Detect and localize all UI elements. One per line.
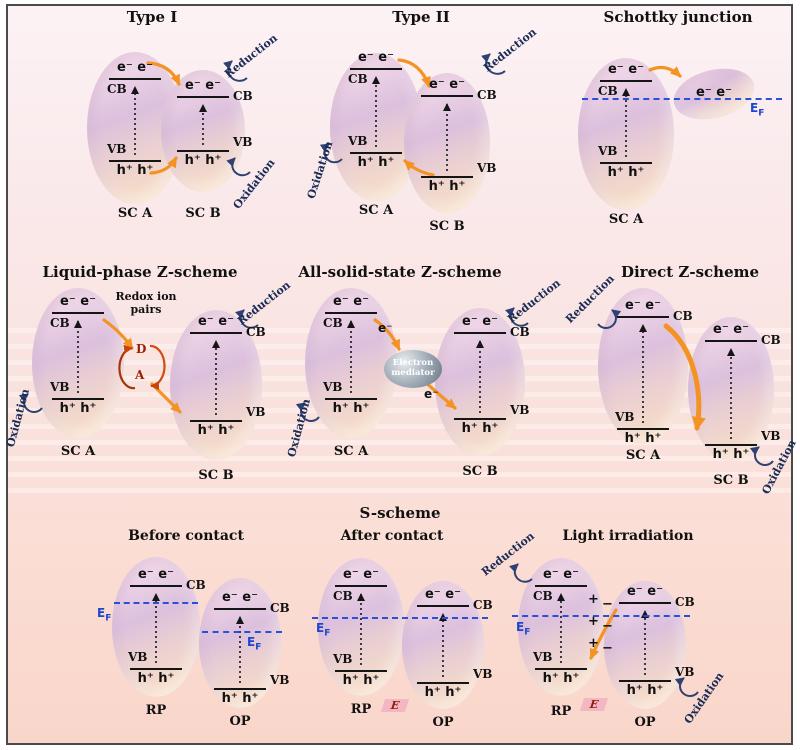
redox-cycle-arrow-right (149, 344, 166, 391)
electron-transfer-arrow-directz (663, 323, 706, 431)
reduction-arrow-sscheme (509, 563, 533, 583)
reduction-arrow-liquidz (235, 309, 259, 329)
hole-transfer-arrow-type1 (149, 156, 178, 175)
electron-transfer-arrow-liquidz-b (150, 382, 182, 414)
oxidation-arrow-type2 (319, 143, 343, 164)
electron-transfer-arrow-solidz-b (422, 379, 457, 410)
electron-transfer-arrow-schottky (648, 65, 682, 78)
electron-transfer-arrow-type1 (146, 61, 181, 86)
electron-transfer-arrow-solidz-a (373, 318, 401, 351)
electron-transfer-arrow-liquidz-a (102, 318, 134, 350)
reduction-arrow-directz (597, 309, 622, 329)
redox-cycle-arrow-left (118, 344, 136, 390)
oxidation-arrow-solidz (295, 402, 320, 422)
reduction-arrow-type2 (481, 53, 506, 75)
reduction-arrow-solidz (505, 307, 529, 327)
oxidation-arrow-liquidz (18, 393, 43, 413)
bandgap-arrows-group (74, 76, 735, 683)
hole-transfer-arrow-type2 (403, 159, 435, 177)
oxidation-arrow-sscheme (674, 677, 699, 697)
electron-transfer-arrow-type2 (397, 58, 431, 88)
reduction-arrow-type1 (223, 60, 248, 82)
oxidation-arrow-directz (749, 446, 774, 466)
electron-transfer-arrow-sscheme (589, 608, 618, 660)
oxidation-arrow-type1 (226, 157, 251, 177)
